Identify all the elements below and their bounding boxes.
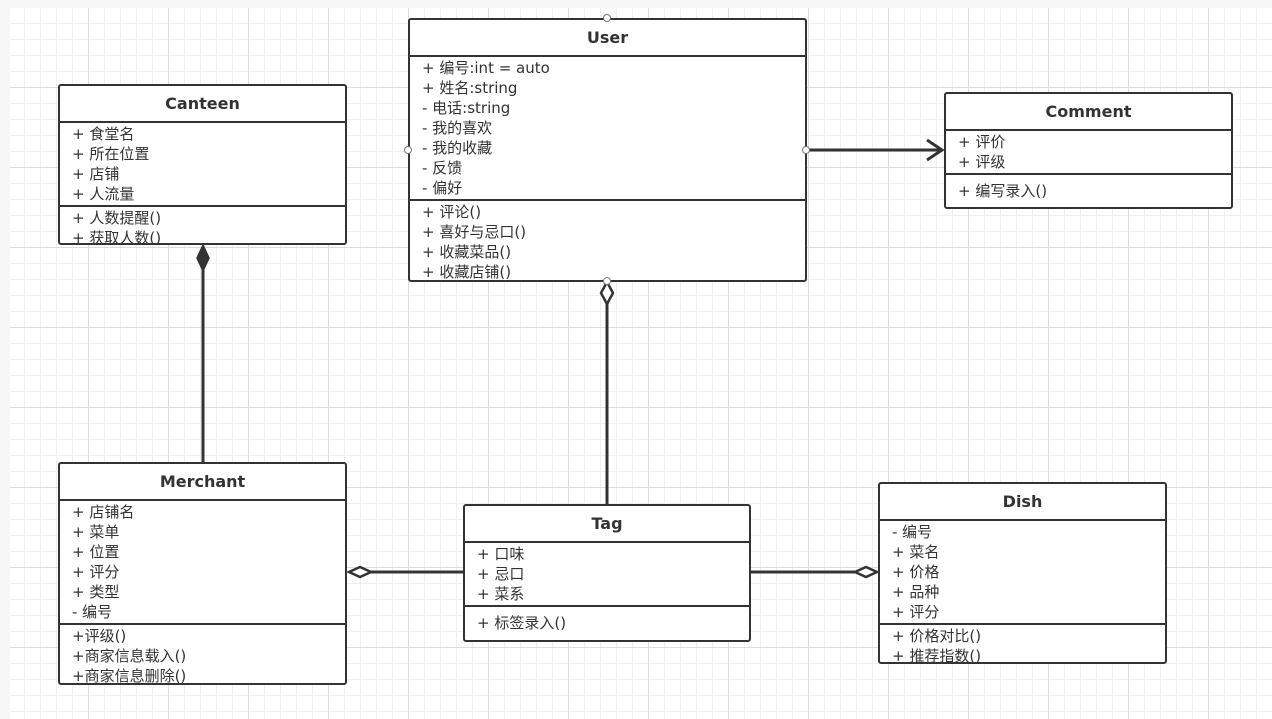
class-box-canteen[interactable]: Canteen + 食堂名 + 所在位置 + 店铺 + 人流量 + 人数提醒()… bbox=[58, 84, 347, 247]
class-name: Comment bbox=[946, 94, 1231, 131]
attribute-row: - 我的收藏 bbox=[422, 139, 493, 157]
attribute-row: + 品种 bbox=[892, 583, 940, 601]
method-row: + 人数提醒() bbox=[72, 209, 162, 227]
attribute-row: + 编号:int = auto bbox=[422, 59, 550, 77]
class-box-dish[interactable]: Dish - 编号 + 菜名 + 价格 + 品种 + 评分 + 价格对比() +… bbox=[878, 482, 1167, 667]
attribute-row: + 店铺名 bbox=[72, 503, 135, 521]
method-row: + 收藏店铺() bbox=[422, 263, 512, 281]
attributes-section: + 编号:int = auto + 姓名:string - 电话:string … bbox=[410, 57, 805, 201]
method-row: + 价格对比() bbox=[892, 627, 982, 645]
attribute-row: + 人流量 bbox=[72, 185, 135, 203]
attributes-section: + 口味 + 忌口 + 菜系 bbox=[465, 543, 749, 607]
attribute-row: + 评分 bbox=[72, 563, 120, 581]
attribute-row: - 编号 bbox=[892, 523, 933, 541]
methods-section: + 价格对比() + 推荐指数() bbox=[880, 625, 1165, 667]
attribute-row: + 类型 bbox=[72, 583, 120, 601]
attributes-section: + 评价 + 评级 bbox=[946, 131, 1231, 175]
method-row: + 推荐指数() bbox=[892, 647, 982, 665]
method-row: + 喜好与忌口() bbox=[422, 223, 527, 241]
method-row: +商家信息删除() bbox=[72, 667, 187, 685]
class-box-user[interactable]: User + 编号:int = auto + 姓名:string - 电话:st… bbox=[408, 18, 807, 282]
method-row: + 收藏菜品() bbox=[422, 243, 512, 261]
method-row: + 编写录入() bbox=[958, 182, 1048, 200]
methods-section: + 编写录入() bbox=[946, 175, 1231, 202]
attributes-section: - 编号 + 菜名 + 价格 + 品种 + 评分 bbox=[880, 521, 1165, 625]
attribute-row: - 反馈 bbox=[422, 159, 463, 177]
attribute-row: - 编号 bbox=[72, 603, 113, 621]
attribute-row: + 食堂名 bbox=[72, 125, 135, 143]
attribute-row: - 偏好 bbox=[422, 179, 463, 197]
connection-handle[interactable] bbox=[404, 146, 412, 154]
methods-section: + 标签录入() bbox=[465, 607, 749, 634]
method-row: + 标签录入() bbox=[477, 614, 567, 632]
class-name: Tag bbox=[465, 506, 749, 543]
attribute-row: + 菜系 bbox=[477, 585, 525, 603]
method-row: +商家信息载入() bbox=[72, 647, 187, 665]
class-name: User bbox=[410, 20, 805, 57]
attribute-row: + 评分 bbox=[892, 603, 940, 621]
class-name: Canteen bbox=[60, 86, 345, 123]
attribute-row: - 电话:string bbox=[422, 99, 511, 117]
attribute-row: - 我的喜欢 bbox=[422, 119, 493, 137]
methods-section: + 评论() + 喜好与忌口() + 收藏菜品() + 收藏店铺() bbox=[410, 201, 805, 283]
methods-section: +评级() +商家信息载入() +商家信息删除() bbox=[60, 625, 345, 687]
attribute-row: + 店铺 bbox=[72, 165, 120, 183]
attribute-row: + 评级 bbox=[958, 153, 1006, 171]
attribute-row: + 评价 bbox=[958, 133, 1006, 151]
connection-handle[interactable] bbox=[603, 277, 611, 285]
attribute-row: + 价格 bbox=[892, 563, 940, 581]
method-row: + 获取人数() bbox=[72, 229, 162, 247]
class-box-comment[interactable]: Comment + 评价 + 评级 + 编写录入() bbox=[944, 92, 1233, 209]
method-row: + 评论() bbox=[422, 203, 482, 221]
attribute-row: + 菜名 bbox=[892, 543, 940, 561]
connection-handle[interactable] bbox=[802, 146, 810, 154]
method-row: +评级() bbox=[72, 627, 127, 645]
attribute-row: + 所在位置 bbox=[72, 145, 150, 163]
class-name: Merchant bbox=[60, 464, 345, 501]
class-name: Dish bbox=[880, 484, 1165, 521]
class-box-tag[interactable]: Tag + 口味 + 忌口 + 菜系 + 标签录入() bbox=[463, 504, 751, 642]
class-box-merchant[interactable]: Merchant + 店铺名 + 菜单 + 位置 + 评分 + 类型 - 编号 … bbox=[58, 462, 347, 685]
connection-handle[interactable] bbox=[603, 14, 611, 22]
attribute-row: + 口味 bbox=[477, 545, 525, 563]
attribute-row: + 菜单 bbox=[72, 523, 120, 541]
attributes-section: + 食堂名 + 所在位置 + 店铺 + 人流量 bbox=[60, 123, 345, 207]
attributes-section: + 店铺名 + 菜单 + 位置 + 评分 + 类型 - 编号 bbox=[60, 501, 345, 625]
attribute-row: + 忌口 bbox=[477, 565, 525, 583]
attribute-row: + 位置 bbox=[72, 543, 120, 561]
methods-section: + 人数提醒() + 获取人数() bbox=[60, 207, 345, 249]
attribute-row: + 姓名:string bbox=[422, 79, 518, 97]
